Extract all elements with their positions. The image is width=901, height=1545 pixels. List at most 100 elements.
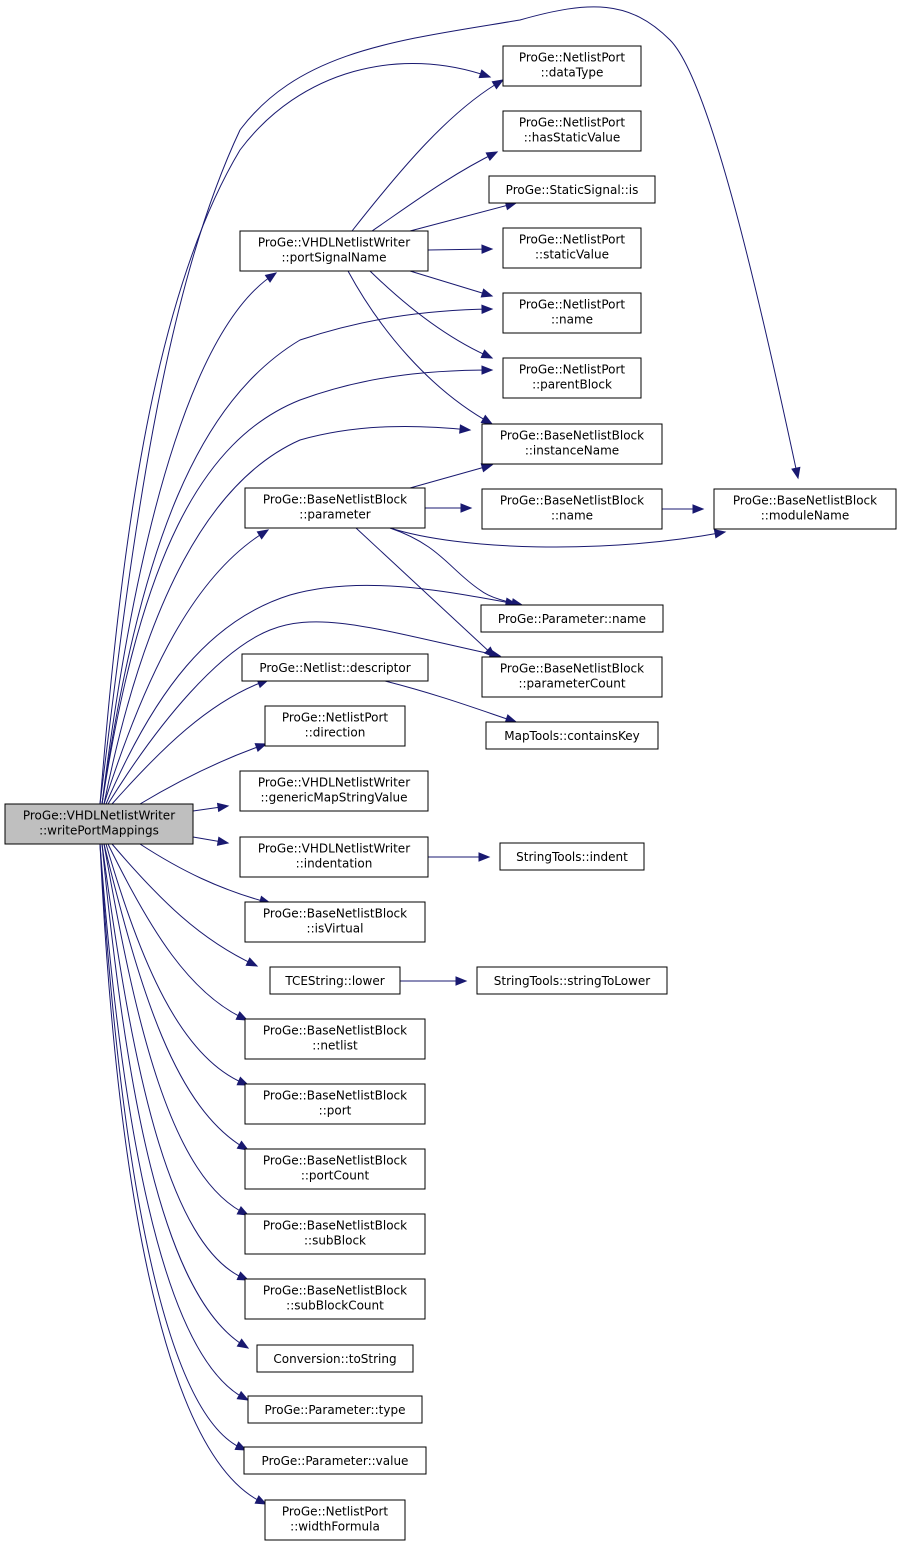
node-instancename[interactable]: ProGe::BaseNetlistBlock::instanceName	[481, 423, 663, 465]
node-datatype[interactable]: ProGe::NetlistPort::dataType	[502, 45, 642, 87]
edge-root-to-n_portCount	[103, 843, 250, 1151]
node-label: ::staticValue	[535, 248, 609, 262]
edge-root-to-n_port	[105, 843, 250, 1086]
edge-line	[409, 270, 493, 297]
edge-root-to-n_direction	[139, 743, 268, 805]
node-box	[502, 45, 642, 87]
node-box	[502, 357, 642, 399]
node-label: ::parentBlock	[532, 378, 612, 392]
arrow-head-icon	[485, 151, 499, 161]
edge-n_bname-to-n_moduleName	[662, 504, 705, 514]
node-parentblock[interactable]: ProGe::NetlistPort::parentBlock	[502, 357, 642, 399]
edge-line	[99, 843, 247, 1451]
arrow-head-icon	[216, 802, 230, 813]
node-root: ProGe::VHDLNetlistWriter::writePortMappi…	[4, 803, 194, 845]
arrow-head-icon	[692, 504, 705, 514]
arrow-head-icon	[491, 79, 505, 90]
node-label: ProGe::BaseNetlistBlock	[500, 662, 644, 676]
arrow-head-icon	[256, 529, 270, 540]
node-port[interactable]: ProGe::BaseNetlistBlock::port	[244, 1083, 426, 1125]
edge-line	[99, 843, 249, 1401]
edge-line	[111, 679, 269, 805]
edge-line	[139, 843, 271, 904]
node-label: StringTools::stringToLower	[494, 974, 651, 988]
node-box	[241, 653, 429, 682]
node-tostring[interactable]: Conversion::toString	[256, 1344, 414, 1373]
node-widthformula[interactable]: ProGe::NetlistPort::widthFormula	[264, 1499, 406, 1541]
arrow-head-icon	[236, 1205, 250, 1216]
node-genericmap[interactable]: ProGe::VHDLNetlistWriter::genericMapStri…	[239, 770, 429, 812]
arrow-head-icon	[460, 503, 473, 513]
node-box	[264, 705, 406, 747]
node-label: ::genericMapStringValue	[260, 791, 407, 805]
edge-line	[371, 151, 498, 232]
edge-line	[389, 527, 726, 548]
edge-n_bparameter-to-n_parameterCount	[355, 527, 496, 658]
node-label: ::indentation	[296, 857, 373, 871]
arrow-head-icon	[480, 463, 494, 473]
edge-line	[389, 527, 523, 606]
node-label: ProGe::BaseNetlistBlock	[263, 1284, 407, 1298]
arrow-head-icon	[236, 1076, 250, 1086]
node-label: ::port	[319, 1104, 352, 1118]
nodes-layer: ProGe::VHDLNetlistWriter::writePortMappi…	[4, 45, 897, 1541]
edge-line	[105, 584, 517, 805]
node-bname[interactable]: ProGe::BaseNetlistBlock::name	[481, 488, 663, 530]
arrow-head-icon	[478, 69, 492, 79]
node-box	[502, 110, 642, 152]
edge-line	[107, 843, 248, 1021]
edge-line	[99, 843, 267, 1505]
node-modulename[interactable]: ProGe::BaseNetlistBlock::moduleName	[713, 488, 897, 530]
edges-layer	[99, 6, 801, 1505]
node-label: StringTools::indent	[516, 850, 628, 864]
node-lower[interactable]: TCEString::lower	[269, 966, 401, 995]
arrow-head-icon	[480, 349, 494, 359]
node-portcount[interactable]: ProGe::BaseNetlistBlock::portCount	[244, 1148, 426, 1190]
arrow-head-icon	[455, 976, 468, 986]
arrow-head-icon	[216, 836, 230, 846]
node-label: Conversion::toString	[273, 1352, 396, 1366]
node-label: ::isVirtual	[307, 922, 364, 936]
node-label: ::instanceName	[525, 444, 619, 458]
node-label: TCEString::lower	[284, 974, 384, 988]
edge-root-to-n_moduleName	[99, 6, 801, 805]
node-box	[244, 1018, 426, 1060]
node-npname[interactable]: ProGe::NetlistPort::name	[502, 292, 642, 334]
node-hasstaticvalue[interactable]: ProGe::NetlistPort::hasStaticValue	[502, 110, 642, 152]
node-indentation[interactable]: ProGe::VHDLNetlistWriter::indentation	[239, 836, 429, 878]
node-indent[interactable]: StringTools::indent	[499, 842, 645, 871]
node-netlist[interactable]: ProGe::BaseNetlistBlock::netlist	[244, 1018, 426, 1060]
node-direction[interactable]: ProGe::NetlistPort::direction	[264, 705, 406, 747]
node-label: ProGe::Netlist::descriptor	[259, 661, 410, 675]
node-subblockcount[interactable]: ProGe::BaseNetlistBlock::subBlockCount	[244, 1278, 426, 1320]
arrow-head-icon	[478, 852, 491, 862]
arrow-head-icon	[504, 714, 518, 724]
edge-n_portSignalName-to-n_ssis	[409, 201, 518, 232]
node-ssis[interactable]: ProGe::StaticSignal::is	[488, 175, 656, 204]
edge-root-to-n_lower	[111, 843, 259, 967]
node-pname[interactable]: ProGe::Parameter::name	[480, 604, 664, 633]
node-label: ProGe::StaticSignal::is	[506, 183, 639, 197]
edge-line	[103, 843, 249, 1216]
node-box	[244, 1213, 426, 1255]
edge-n_bparameter-to-n_instanceName	[409, 463, 494, 489]
edge-n_portSignalName-to-n_npname	[409, 270, 494, 298]
node-descriptor[interactable]: ProGe::Netlist::descriptor	[241, 653, 429, 682]
node-isvirtual[interactable]: ProGe::BaseNetlistBlock::isVirtual	[244, 901, 426, 943]
node-box	[244, 1083, 426, 1125]
arrow-head-icon	[481, 304, 494, 314]
edge-line	[355, 527, 496, 658]
node-parametercount[interactable]: ProGe::BaseNetlistBlock::parameterCount	[481, 656, 663, 698]
node-subblock[interactable]: ProGe::BaseNetlistBlock::subBlock	[244, 1213, 426, 1255]
node-stringtolower[interactable]: StringTools::stringToLower	[476, 966, 668, 995]
edge-n_lower-to-n_stringToLower	[400, 976, 468, 986]
node-staticvalue[interactable]: ProGe::NetlistPort::staticValue	[502, 227, 642, 269]
node-box	[239, 836, 429, 878]
node-portsignalname[interactable]: ProGe::VHDLNetlistWriter::portSignalName	[239, 230, 429, 272]
node-bparameter[interactable]: ProGe::BaseNetlistBlock::parameter	[244, 487, 426, 529]
node-label: ::parameterCount	[518, 677, 625, 691]
node-containskey[interactable]: MapTools::containsKey	[485, 721, 659, 750]
node-ptype[interactable]: ProGe::Parameter::type	[247, 1395, 423, 1424]
node-pvalue[interactable]: ProGe::Parameter::value	[243, 1446, 427, 1475]
